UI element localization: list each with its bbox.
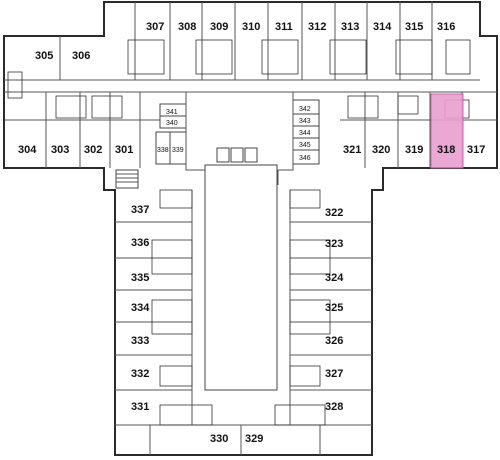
room-label-302: 302 [84,144,102,156]
room-label-317: 317 [467,144,485,156]
room-label-327: 327 [325,368,343,380]
room-label-311: 311 [275,21,293,33]
room-label-331: 331 [131,401,149,413]
room-label-313: 313 [341,21,359,33]
room-label-301: 301 [115,144,133,156]
room-label-315: 315 [405,21,423,33]
room-label-304: 304 [18,144,37,156]
room-label-325: 325 [325,302,343,314]
bathroom-fixtures [7,39,471,426]
room-label-340: 340 [166,120,178,127]
room-label-345: 345 [299,142,311,149]
stair-icon [115,169,139,189]
room-label-305: 305 [35,50,53,62]
room-label-333: 333 [131,335,149,347]
room-label-336: 336 [131,237,149,249]
central-courtyard [204,164,278,391]
room-label-314: 314 [373,21,392,33]
room-label-344: 344 [299,130,311,137]
room-label-320: 320 [372,144,390,156]
north-wing-outline [3,1,498,456]
room-labels: 305 306 307 308 309 310 311 312 313 314 … [18,21,485,445]
room-label-329: 329 [245,433,263,445]
room-label-332: 332 [131,368,149,380]
room-318-highlight[interactable] [430,93,464,169]
room-label-341: 341 [166,109,178,116]
north-room-walls [4,2,497,185]
room-label-330: 330 [210,433,228,445]
room-label-307: 307 [146,21,164,33]
room-label-334: 334 [131,302,150,314]
room-label-335: 335 [131,272,149,284]
room-label-321: 321 [343,144,361,156]
room-label-343: 343 [299,118,311,125]
room-label-308: 308 [178,21,196,33]
room-label-310: 310 [242,21,260,33]
room-label-309: 309 [210,21,228,33]
elevators [216,147,258,163]
room-label-319: 319 [405,144,423,156]
room-label-324: 324 [325,272,344,284]
room-label-338: 338 [157,147,169,154]
room-label-346: 346 [299,155,311,162]
room-label-312: 312 [308,21,326,33]
room-label-303: 303 [51,144,69,156]
room-label-318: 318 [437,144,455,156]
room-label-316: 316 [437,21,455,33]
room-label-337: 337 [131,204,149,216]
room-label-323: 323 [325,238,343,250]
room-label-339: 339 [172,147,184,154]
room-label-322: 322 [325,207,343,219]
room-label-326: 326 [325,335,343,347]
room-label-328: 328 [325,401,343,413]
room-label-306: 306 [72,50,90,62]
room-label-342: 342 [299,106,311,113]
